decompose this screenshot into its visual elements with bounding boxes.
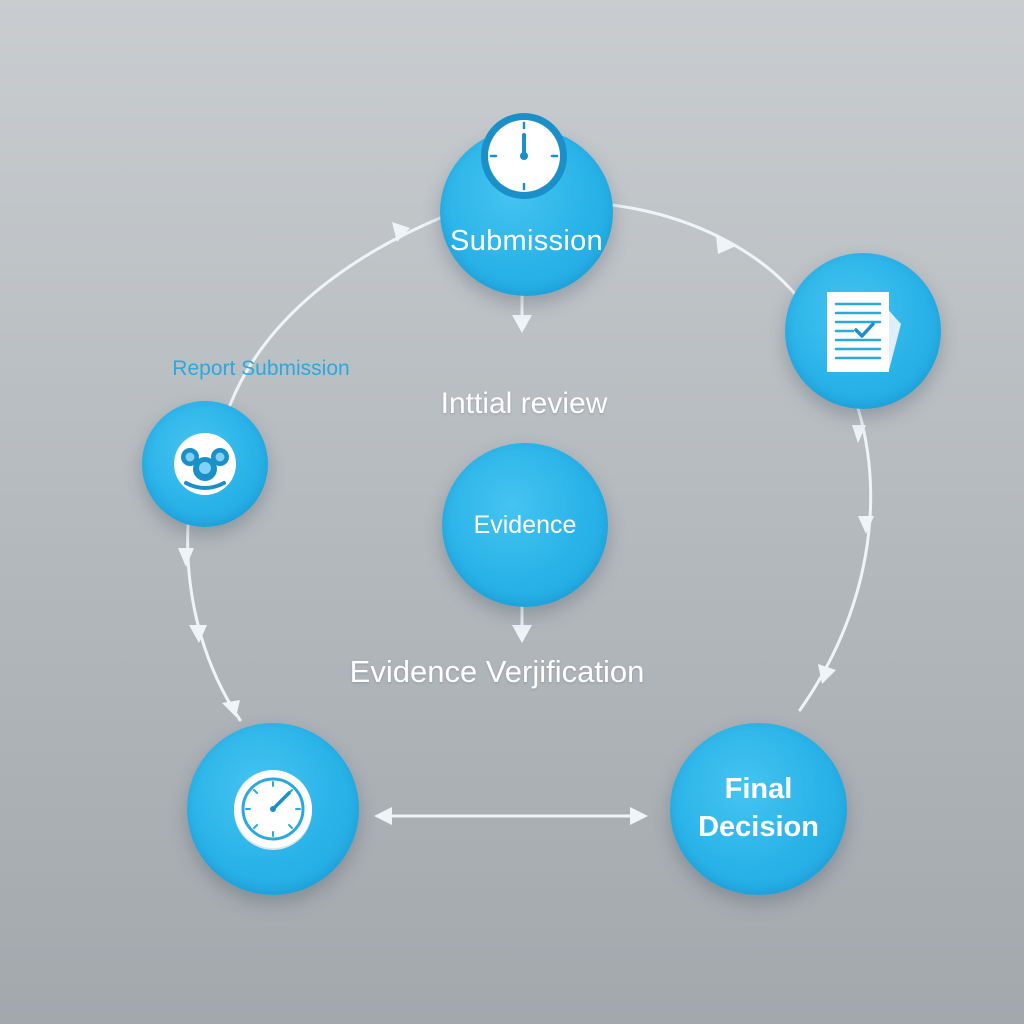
- label-evidence-verification: Evidence Verjification: [349, 654, 645, 689]
- stopwatch-gauge-icon: [231, 767, 315, 851]
- arrowhead: [178, 548, 194, 567]
- node-evidence: Evidence: [442, 443, 608, 607]
- arrowhead: [852, 425, 866, 443]
- node-final-decision: Final Decision: [670, 723, 847, 895]
- arrowhead: [716, 236, 736, 254]
- node-final-decision-line2: Decision: [698, 811, 819, 843]
- node-document: [785, 253, 941, 409]
- label-report-submission: Report Submission: [172, 357, 350, 380]
- arc-left-down: [186, 523, 242, 722]
- document-checklist-icon: [823, 286, 903, 376]
- arrowhead: [630, 807, 648, 825]
- arrowhead: [374, 807, 392, 825]
- group-people-icon: [172, 431, 238, 497]
- arrowhead: [189, 625, 207, 643]
- node-evidence-label: Evidence: [473, 510, 577, 539]
- node-final-decision-line1: Final: [724, 773, 793, 806]
- arrowhead: [818, 664, 836, 684]
- node-stopwatch: [187, 723, 359, 895]
- node-submission-label: Submission: [450, 225, 603, 257]
- arrowhead: [222, 700, 240, 717]
- label-initial-review: Inttial review: [440, 387, 608, 420]
- arc-top-right: [610, 203, 802, 302]
- clock-icon: [479, 111, 569, 201]
- arrowhead: [512, 315, 532, 333]
- node-group: [142, 401, 268, 527]
- arc-right-down: [798, 406, 873, 712]
- arrowhead: [512, 625, 532, 643]
- arrowhead: [858, 516, 874, 534]
- arrowhead: [392, 222, 410, 242]
